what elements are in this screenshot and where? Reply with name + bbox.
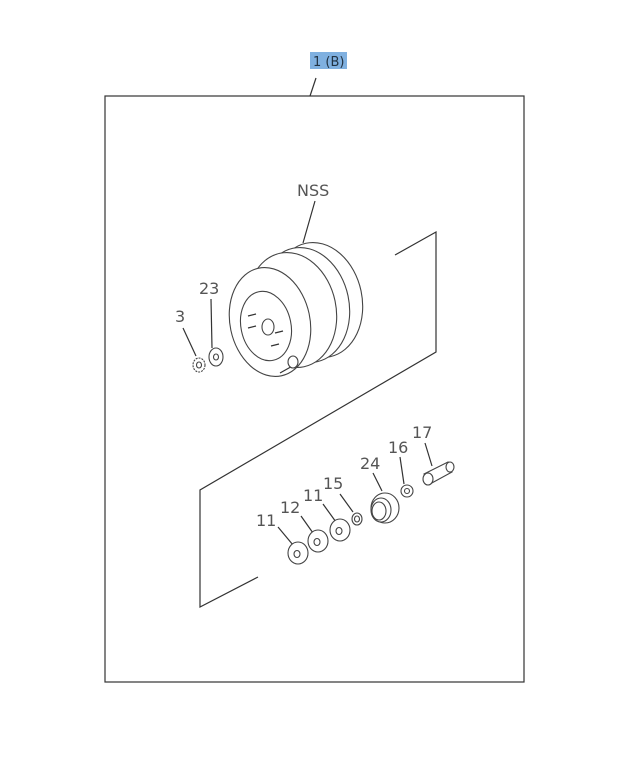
- leader: [300, 515, 314, 534]
- callout-24: 24: [360, 454, 380, 473]
- bolt-17[interactable]: [422, 461, 455, 486]
- leader: [339, 493, 354, 513]
- callout-17: 17: [412, 423, 432, 442]
- nut-16[interactable]: [400, 484, 414, 498]
- bearing-12[interactable]: [307, 529, 329, 553]
- header-leader: [309, 77, 317, 97]
- group-bracket: [199, 230, 437, 608]
- callout-11b: 11: [303, 486, 323, 505]
- leader: [322, 503, 337, 523]
- callout-nss: NSS: [297, 181, 329, 200]
- callout-16: 16: [388, 438, 408, 457]
- header-highlight: [310, 52, 347, 69]
- callout-3: 3: [175, 307, 185, 326]
- bearing-11b[interactable]: [329, 518, 351, 542]
- ring-15[interactable]: [351, 512, 363, 526]
- leader: [399, 456, 405, 485]
- bearing-11a[interactable]: [287, 541, 309, 565]
- header-ref-label[interactable]: 1 (B): [313, 55, 344, 70]
- leader: [424, 442, 433, 467]
- callout-11a: 11: [256, 511, 276, 530]
- callout-15: 15: [323, 474, 343, 493]
- callout-23: 23: [199, 279, 219, 298]
- diagram-frame: [104, 95, 525, 683]
- leader: [210, 298, 213, 349]
- callout-12: 12: [280, 498, 300, 517]
- spring-24[interactable]: [370, 492, 400, 524]
- washer-23[interactable]: [208, 347, 224, 367]
- brake-drum[interactable]: [219, 234, 373, 384]
- leader: [302, 200, 316, 244]
- leader: [372, 472, 383, 492]
- lock-washer-3[interactable]: [192, 357, 206, 373]
- leader: [182, 327, 197, 357]
- leader: [277, 526, 294, 546]
